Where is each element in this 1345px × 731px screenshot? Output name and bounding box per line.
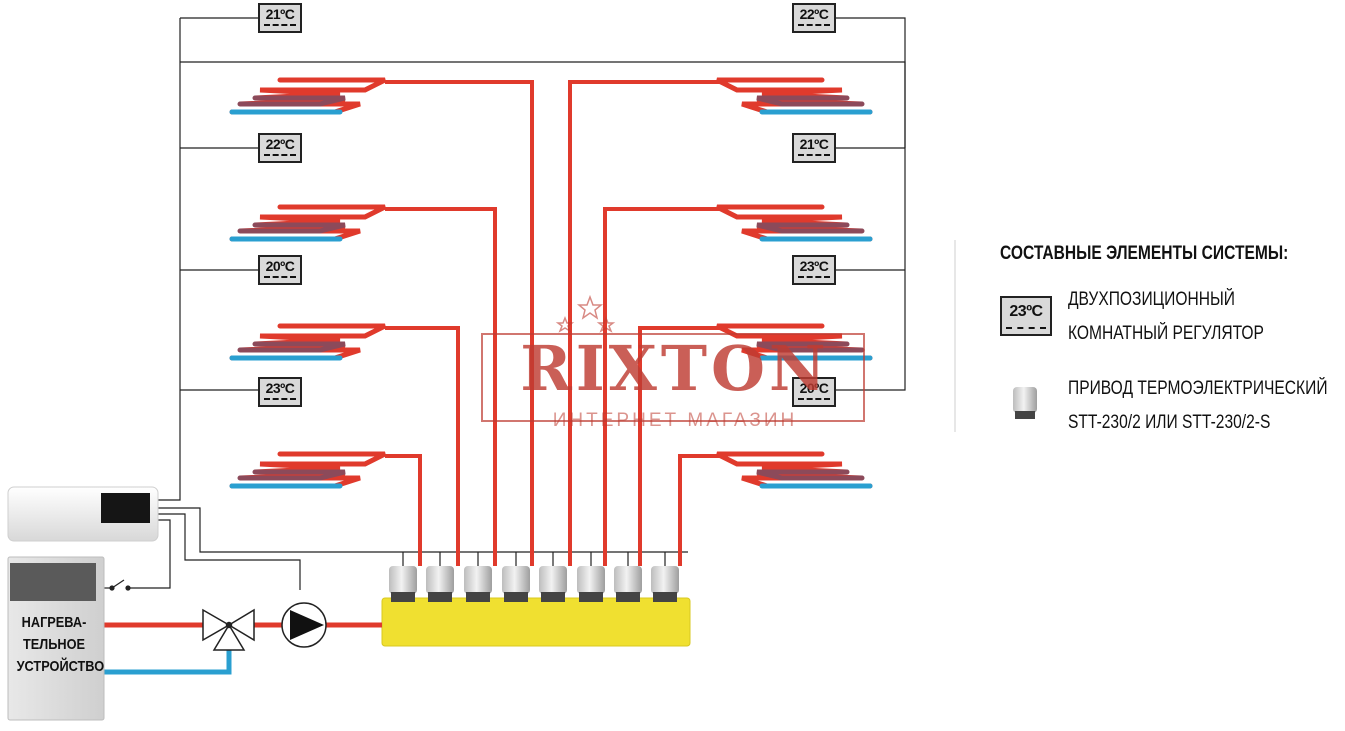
mixing-valve-icon [202,608,255,651]
heater-label-line1: НАГРЕВА- [21,614,87,631]
watermark-logo: RIXTON [520,332,830,405]
room-thermostat: 20ºC [792,377,836,407]
thermostat-temp: 21ºC [799,136,829,152]
heater-label-line2: ТЕЛЬНОЕ [22,636,86,653]
watermark-frame [481,333,865,422]
thermostat-temp: 23ºC [799,258,829,274]
heater-label: НАГРЕВА- ТЕЛЬНОЕ УСТРОЙСТВО [16,612,105,678]
legend-thermostat-temp: 23ºC [1009,303,1043,320]
actuators [389,566,679,602]
thermostat-temp: 22ºC [265,136,295,152]
thermostat-temp: 20ºC [265,258,295,274]
thermostat-legend-line2: КОМНАТНЫЙ РЕГУЛЯТОР [1068,323,1264,344]
heater-label-line3: УСТРОЙСТВО [16,658,105,675]
floor-loop [229,77,873,489]
control-wiring [98,17,906,591]
room-thermostat: 23ºC [792,255,836,285]
thermostat-legend-line1: ДВУХПОЗИЦИОННЫЙ [1068,289,1235,310]
loop-pipes [385,80,722,566]
actuator-icon [577,566,605,602]
actuator-icon [389,566,417,602]
heater-unit [7,556,105,721]
room-thermostat: 21ºC [792,133,836,163]
thermostat-legend-icon: 23ºC [1000,296,1052,336]
room-thermostat: 20ºC [258,255,302,285]
pump-icon [281,602,327,648]
manifold [381,597,691,647]
room-thermostat: 22ºC [792,3,836,33]
watermark-stars [555,294,616,333]
thermostat-temp: 21ºC [265,6,295,22]
watermark-subtitle: ИНТЕРНЕТ МАГАЗИН [552,410,798,431]
actuator-legend-line1: ПРИВОД ТЕРМОЭЛЕКТРИЧЕСКИЙ [1068,378,1328,399]
actuator-icon [502,566,530,602]
legend-title: СОСТАВНЫЕ ЭЛЕМЕНТЫ СИСТЕМЫ: [1000,243,1289,264]
thermostat-temp: 22ºC [799,6,829,22]
actuator-legend-icon [1013,387,1037,419]
actuator-icon [651,566,679,602]
actuator-legend-line2: STT-230/2 ИЛИ STT-230/2-S [1068,412,1271,433]
boiler-pipes [104,622,382,675]
actuator-icon [464,566,492,602]
control-unit [7,486,159,542]
room-thermostat: 21ºC [258,3,302,33]
thermostat-temp: 23ºC [265,380,295,396]
thermostat-temp: 20ºC [799,380,829,396]
actuator-icon [426,566,454,602]
actuator-icon [614,566,642,602]
room-thermostat: 23ºC [258,377,302,407]
room-thermostat: 22ºC [258,133,302,163]
actuator-icon [539,566,567,602]
